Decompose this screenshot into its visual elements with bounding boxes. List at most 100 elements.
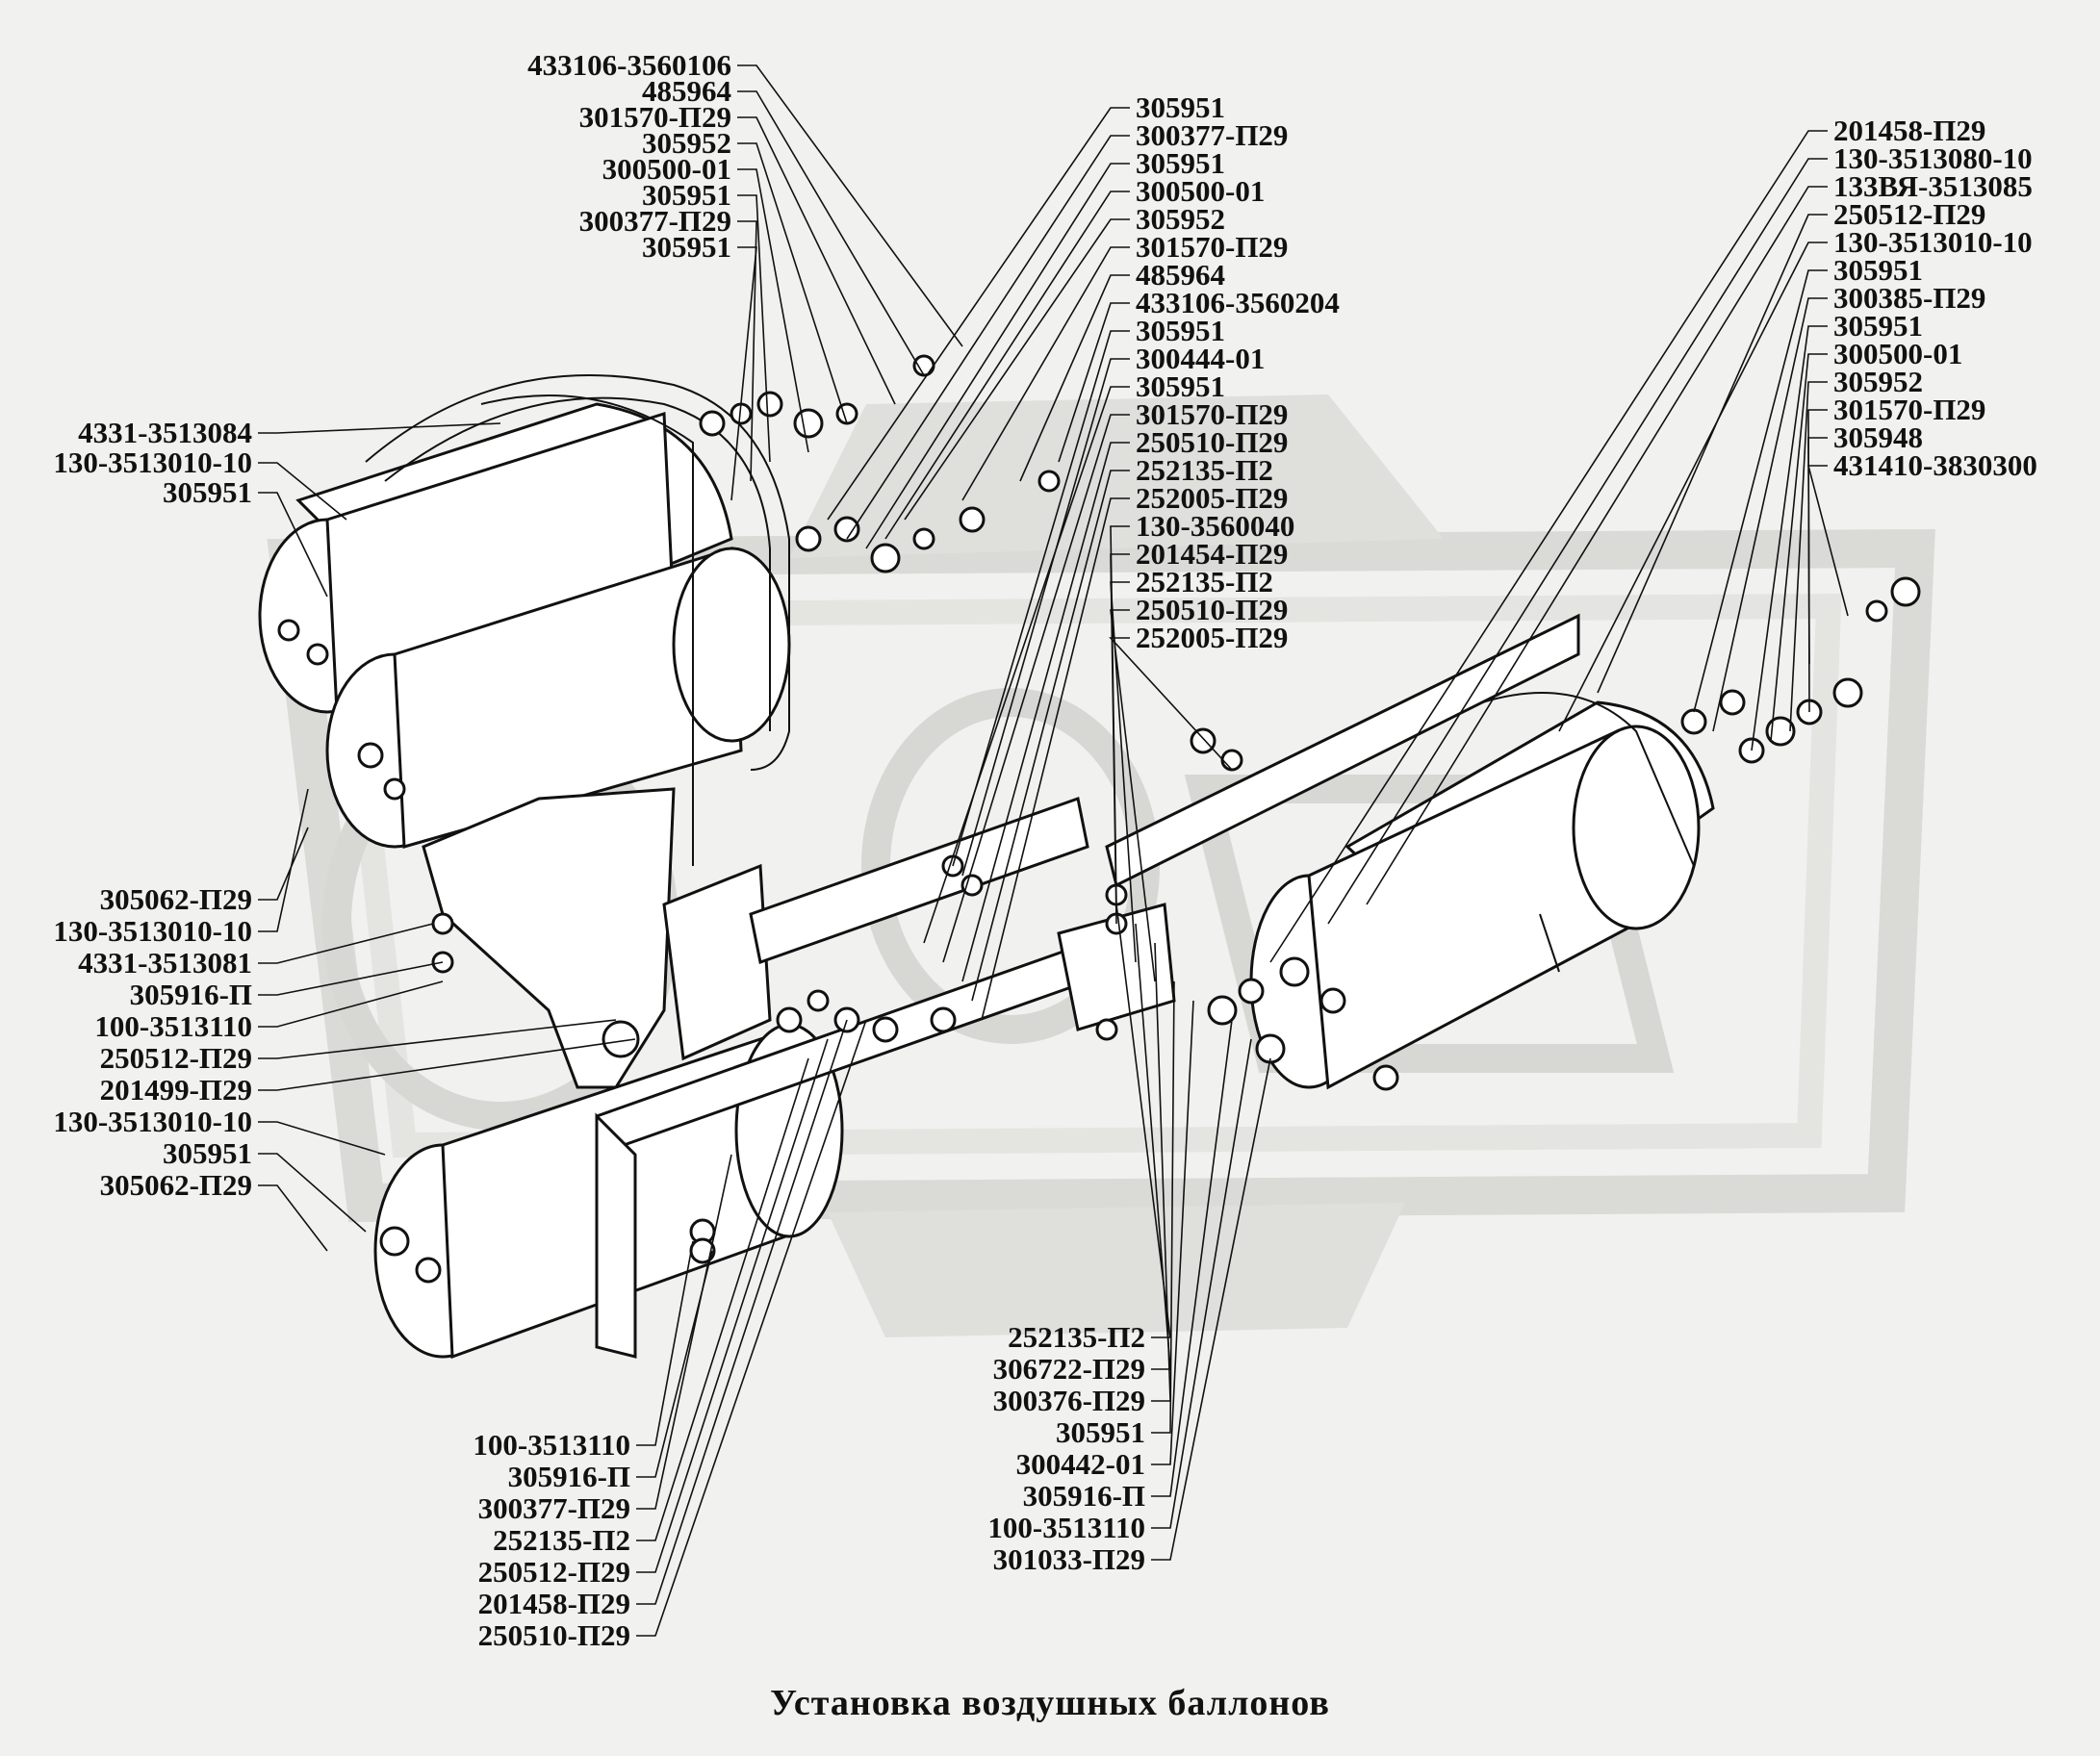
part-number-label: 305951 <box>1136 146 1225 180</box>
leader-line <box>737 194 771 463</box>
part-number-label: 250512-П29 <box>1833 197 1985 231</box>
leader-line <box>1366 186 1828 905</box>
leader-line <box>258 980 444 1028</box>
part-number-label: 305951 <box>1136 90 1225 124</box>
part-number-label: 201499-П29 <box>100 1073 252 1107</box>
leader-line <box>636 1038 829 1573</box>
part-number-label: 300500-01 <box>602 152 731 186</box>
part-number-label: 305951 <box>1136 314 1225 347</box>
leader-line <box>1807 437 1828 665</box>
leader-line <box>971 470 1130 1002</box>
leader-line <box>1327 158 1828 925</box>
leader-line <box>961 442 1130 982</box>
leader-line <box>961 358 1130 877</box>
part-number-label: 130-3513010-10 <box>1833 225 2033 259</box>
part-number-label: 201458-П29 <box>478 1587 630 1620</box>
part-number-label: 433106-3560106 <box>527 48 731 82</box>
part-number-label: 100-3513110 <box>473 1428 630 1462</box>
part-number-label: 133ВЯ-3513085 <box>1833 169 2033 203</box>
part-number-label: 433106-3560204 <box>1136 286 1340 319</box>
center-bracket <box>749 613 1580 1031</box>
part-number-label: 300444-01 <box>1136 342 1265 375</box>
part-number-label: 300500-01 <box>1833 337 1962 370</box>
leader-line <box>942 414 1130 963</box>
leader-line <box>1110 581 1137 963</box>
leader-line <box>737 116 896 405</box>
part-number-label: 305952 <box>642 126 731 160</box>
leader-line <box>636 1057 809 1541</box>
leader-line <box>737 168 809 453</box>
part-number-label: 301570-П29 <box>1136 397 1288 431</box>
part-number-label: 300377-П29 <box>1136 118 1288 152</box>
part-number-label: 305916-П <box>508 1460 630 1493</box>
part-number-label: 305952 <box>1136 202 1225 236</box>
leader-line <box>1151 1057 1271 1561</box>
leader-line <box>258 1153 367 1233</box>
part-number-label: 305948 <box>1833 420 1923 454</box>
leader-line <box>258 961 444 996</box>
part-number-label: 252005-П29 <box>1136 481 1288 515</box>
leader-line <box>904 218 1130 521</box>
leader-line <box>258 422 501 434</box>
left-bracket <box>422 787 772 1089</box>
leader-line <box>258 492 328 598</box>
leader-line <box>1058 302 1130 463</box>
part-number-label: 300376-П29 <box>993 1384 1145 1417</box>
part-number-label: 250510-П29 <box>1136 425 1288 459</box>
leader-line <box>1115 903 1171 1338</box>
leader-line <box>1151 1038 1252 1529</box>
leader-line <box>1151 1019 1233 1497</box>
part-number-label: 300377-П29 <box>478 1491 630 1525</box>
leader-line <box>865 163 1130 549</box>
part-number-label: 305951 <box>163 475 252 509</box>
leader-lines <box>258 64 1849 1637</box>
part-number-label: 305062-П29 <box>100 1168 252 1202</box>
part-number-label: 305916-П <box>130 978 252 1011</box>
part-number-label: 305951 <box>1056 1415 1145 1449</box>
leader-line <box>636 1240 694 1446</box>
part-number-label: 431410-3830300 <box>1833 448 2037 482</box>
leader-line <box>827 107 1130 521</box>
leader-line <box>1019 274 1130 482</box>
leader-line <box>636 1019 848 1605</box>
leader-line <box>981 497 1130 1021</box>
part-number-label: 301570-П29 <box>1833 393 1985 426</box>
leader-line <box>258 923 434 964</box>
part-number-label: 130-3513010-10 <box>53 1105 252 1138</box>
part-number-label: 301570-П29 <box>1136 230 1288 264</box>
leader-line <box>1151 980 1175 1434</box>
leader-line <box>952 330 1130 867</box>
leader-line <box>1693 269 1828 713</box>
leader-line <box>258 462 347 521</box>
part-number-label: 100-3513110 <box>987 1511 1145 1544</box>
leader-line <box>1597 214 1828 694</box>
part-number-label: 485964 <box>642 74 731 108</box>
part-number-label: 305062-П29 <box>100 882 252 916</box>
leader-line <box>1712 297 1828 732</box>
part-number-label: 305916-П <box>1023 1479 1145 1513</box>
part-number-label: 252135-П2 <box>1136 565 1273 598</box>
leader-line <box>258 1019 617 1059</box>
part-number-label: 252135-П2 <box>493 1523 630 1557</box>
leader-line <box>1558 242 1828 732</box>
part-number-label: 130-3513010-10 <box>53 914 252 948</box>
leader-line <box>1269 130 1828 963</box>
part-number-label: 130-3513010-10 <box>53 445 252 479</box>
part-number-label: 301033-П29 <box>993 1542 1145 1576</box>
part-number-label: 305951 <box>1136 369 1225 403</box>
leader-line <box>884 191 1130 540</box>
leader-line <box>737 142 848 424</box>
leader-line <box>258 788 309 932</box>
leader-line <box>1770 353 1828 742</box>
leader-line <box>737 64 963 347</box>
leader-line <box>846 135 1130 540</box>
part-number-label: 300385-П29 <box>1833 281 1985 315</box>
part-number-label: 485964 <box>1136 258 1225 292</box>
part-number-label: 201458-П29 <box>1833 114 1985 147</box>
part-number-label: 305951 <box>1833 309 1923 343</box>
part-number-label: 306722-П29 <box>993 1352 1145 1386</box>
leader-line <box>737 220 757 482</box>
leader-line <box>1806 465 1849 617</box>
part-number-label: 305951 <box>642 230 731 264</box>
